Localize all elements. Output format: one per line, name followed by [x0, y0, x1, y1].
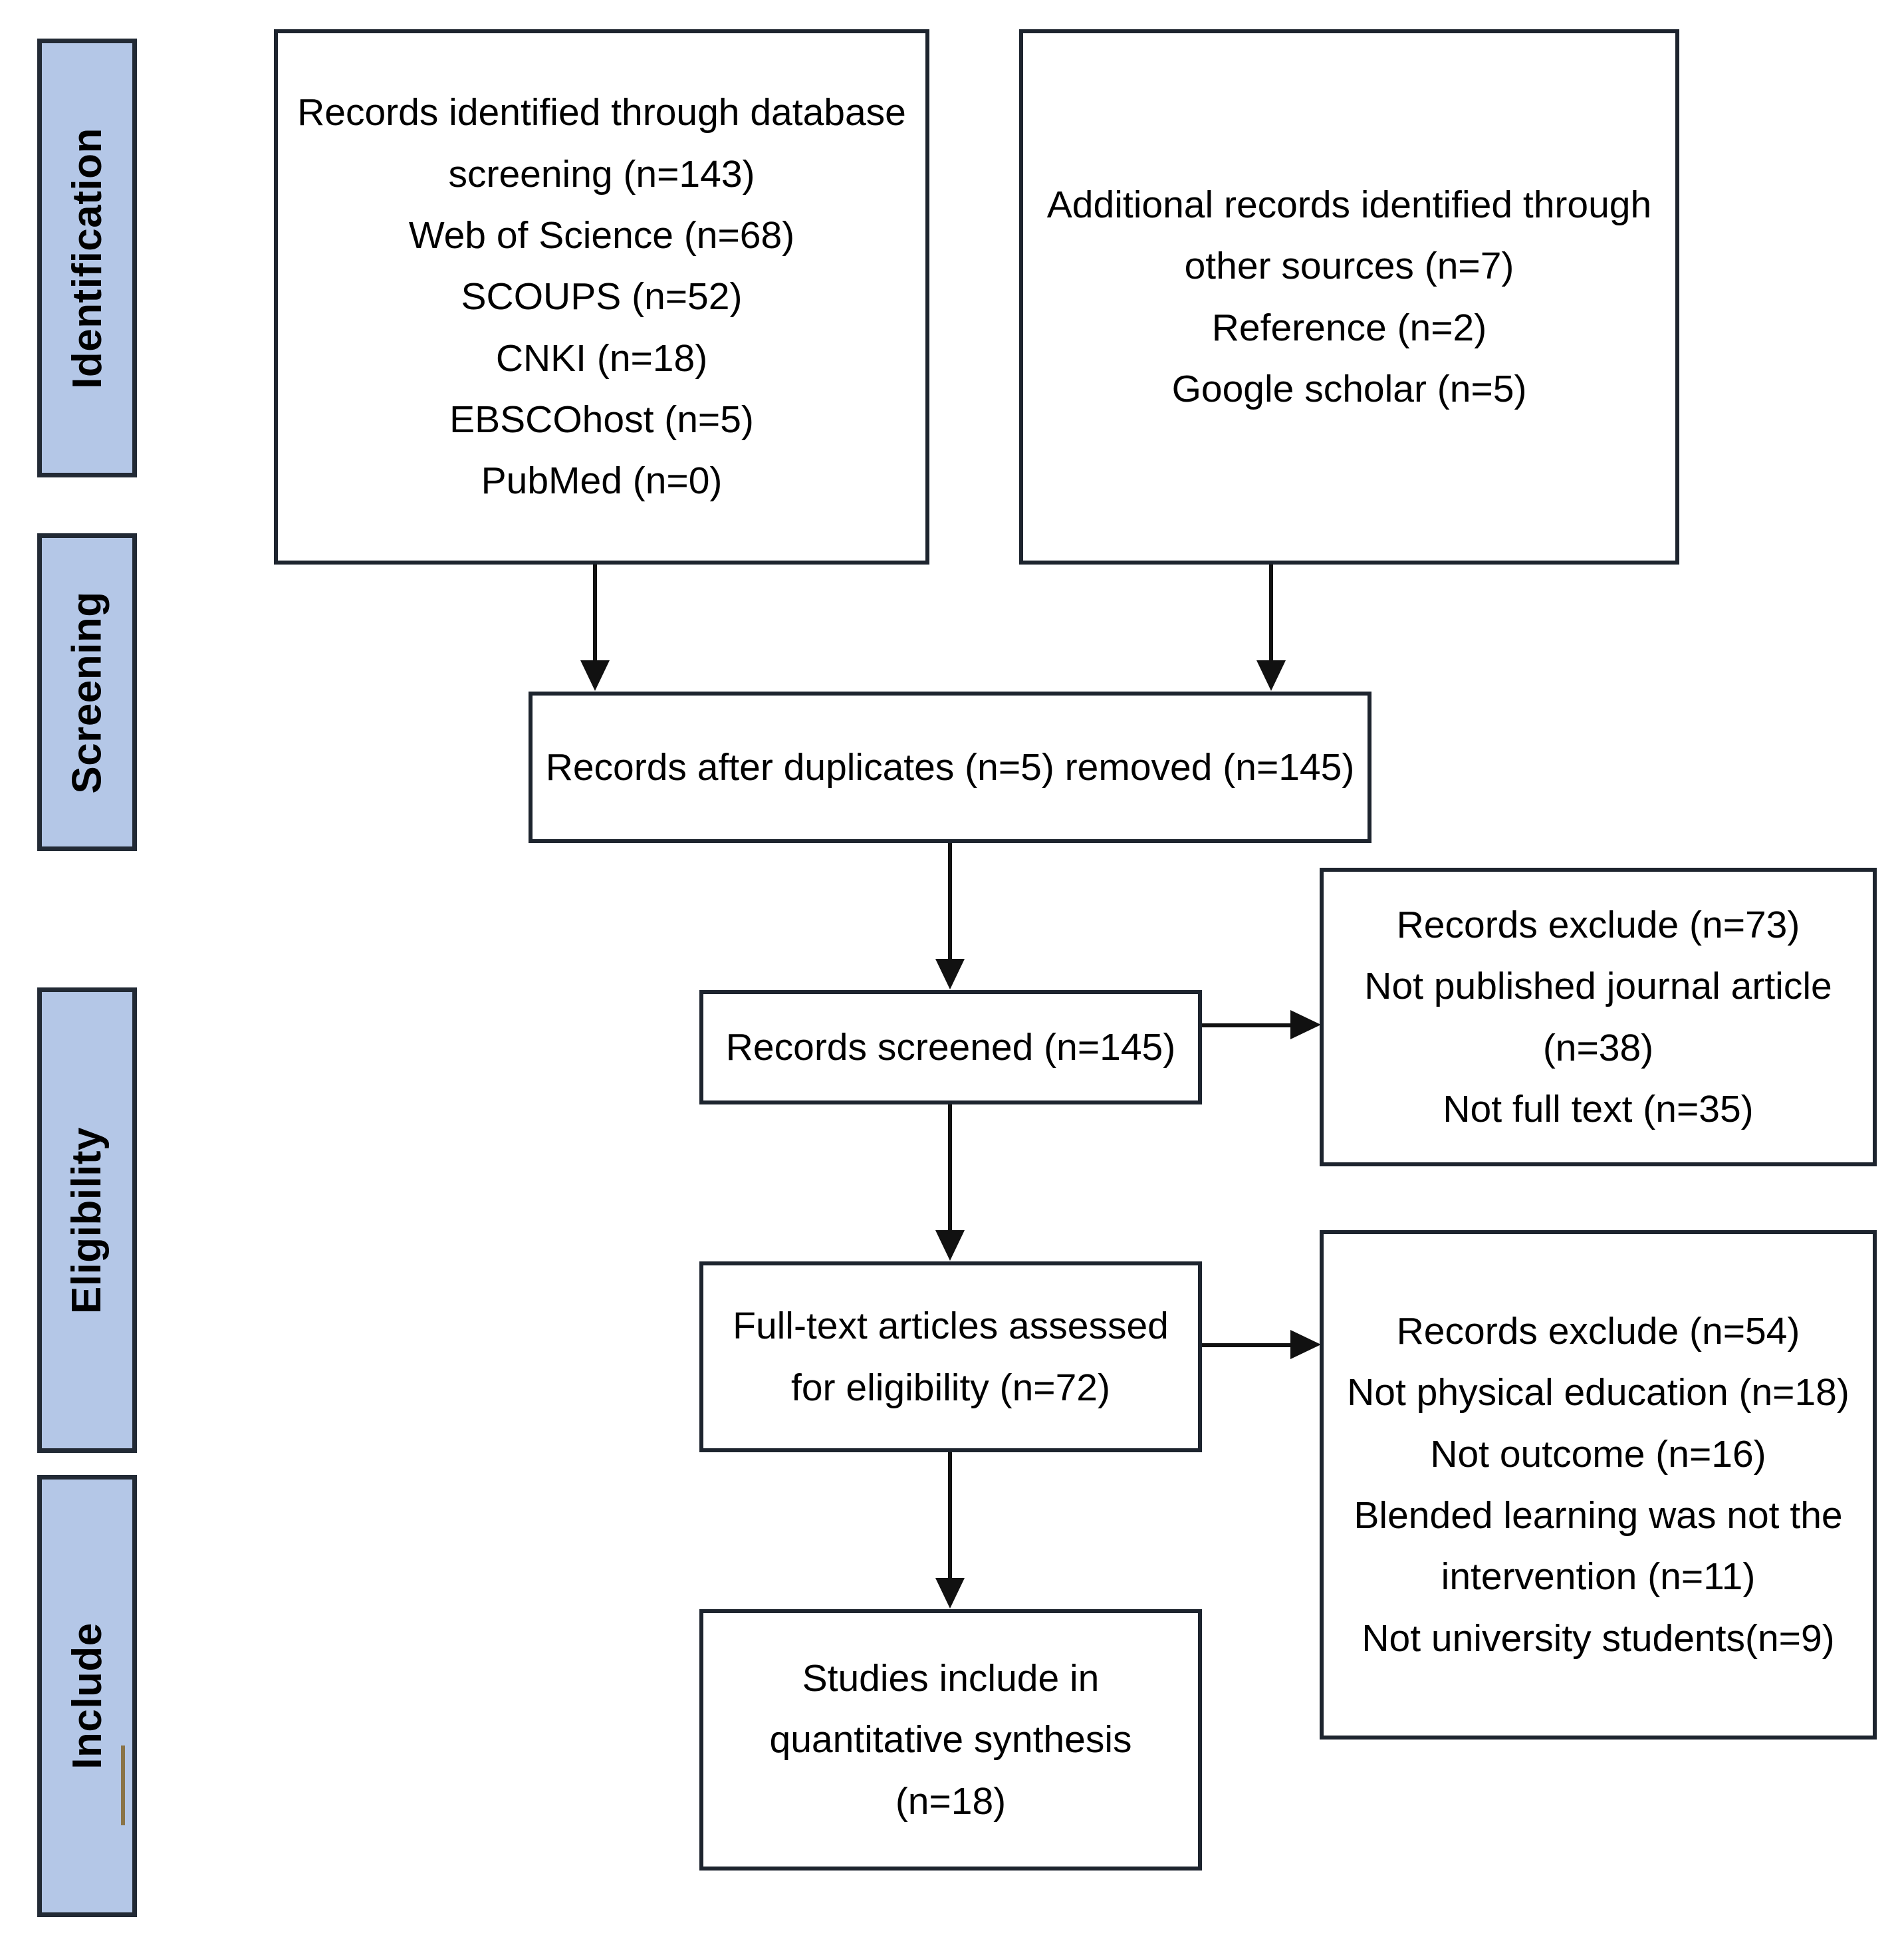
- arrowhead-screened-to-excluded: [1290, 1010, 1321, 1039]
- database-records-line-5: CNKI (n=18): [495, 336, 708, 380]
- arrowhead-database-to-duplicates: [580, 660, 610, 691]
- other-sources-line-1: Additional records identified through: [1046, 183, 1652, 226]
- database-records-line-1: Records identified through database: [297, 91, 906, 134]
- stage-label-eligibility: Eligibility: [64, 1126, 110, 1314]
- database-records-line-4: SCOUPS (n=52): [461, 275, 743, 319]
- node-database-records: Records identified through database scre…: [274, 29, 929, 565]
- excluded-eligibility-line-1: Records exclude (n=54): [1396, 1310, 1800, 1353]
- include-tick-mark: [121, 1745, 125, 1825]
- stage-box-eligibility: Eligibility: [37, 987, 137, 1453]
- arrowhead-fulltext-to-excluded: [1290, 1330, 1321, 1359]
- connector-database-to-duplicates: [593, 565, 597, 661]
- arrowhead-screened-to-fulltext: [935, 1230, 965, 1261]
- arrowhead-other-to-duplicates: [1256, 660, 1286, 691]
- database-records-line-7: PubMed (n=0): [481, 459, 723, 503]
- database-records-line-3: Web of Science (n=68): [408, 214, 795, 257]
- excluded-eligibility-line-6: Not university students(n=9): [1362, 1616, 1835, 1660]
- excluded-screening-line-2: Not published journal article: [1364, 965, 1832, 1008]
- node-fulltext-assessed: Full-text articles assessed for eligibil…: [699, 1261, 1202, 1452]
- studies-included-line-1: Studies include in: [802, 1657, 1100, 1700]
- node-other-sources: Additional records identified through ot…: [1019, 29, 1679, 565]
- stage-label-screening: Screening: [64, 590, 110, 794]
- node-records-excluded-screening: Records exclude (n=73) Not published jou…: [1320, 868, 1877, 1166]
- other-sources-line-2: other sources (n=7): [1184, 245, 1514, 288]
- other-sources-line-4: Google scholar (n=5): [1171, 367, 1527, 410]
- connector-fulltext-to-included: [948, 1452, 952, 1579]
- connector-duplicates-to-screened: [948, 843, 952, 960]
- excluded-eligibility-line-3: Not outcome (n=16): [1430, 1432, 1766, 1476]
- stage-label-include: Include: [64, 1622, 110, 1769]
- stage-label-identification: Identification: [64, 127, 110, 389]
- stage-box-screening: Screening: [37, 533, 137, 851]
- records-screened-line-1: Records screened (n=145): [725, 1025, 1176, 1069]
- excluded-eligibility-line-5: intervention (n=11): [1441, 1555, 1756, 1599]
- excluded-screening-line-1: Records exclude (n=73): [1396, 903, 1800, 946]
- stage-box-identification: Identification: [37, 39, 137, 477]
- arrowhead-fulltext-to-included: [935, 1578, 965, 1609]
- arrowhead-duplicates-to-screened: [935, 959, 965, 989]
- excluded-eligibility-line-2: Not physical education (n=18): [1347, 1371, 1849, 1414]
- node-after-duplicates: Records after duplicates (n=5) removed (…: [529, 692, 1371, 843]
- other-sources-line-3: Reference (n=2): [1211, 306, 1487, 349]
- after-duplicates-line-1: Records after duplicates (n=5) removed (…: [545, 745, 1355, 789]
- database-records-line-2: screening (n=143): [448, 152, 755, 195]
- studies-included-line-3: (n=18): [895, 1779, 1007, 1823]
- excluded-screening-line-4: Not full text (n=35): [1443, 1087, 1754, 1130]
- fulltext-assessed-line-2: for eligibility (n=72): [791, 1366, 1110, 1409]
- connector-fulltext-to-excluded: [1202, 1343, 1298, 1347]
- node-studies-included: Studies include in quantitative synthesi…: [699, 1609, 1202, 1871]
- node-records-screened: Records screened (n=145): [699, 990, 1202, 1104]
- fulltext-assessed-line-1: Full-text articles assessed: [733, 1305, 1169, 1348]
- node-records-excluded-eligibility: Records exclude (n=54) Not physical educ…: [1320, 1230, 1877, 1740]
- studies-included-line-2: quantitative synthesis: [769, 1718, 1132, 1761]
- connector-screened-to-excluded: [1202, 1023, 1298, 1027]
- excluded-screening-line-3: (n=38): [1542, 1026, 1654, 1069]
- connector-other-to-duplicates: [1269, 565, 1273, 661]
- stage-box-include: Include: [37, 1475, 137, 1917]
- database-records-line-6: EBSCOhost (n=5): [449, 398, 754, 441]
- connector-screened-to-fulltext: [948, 1104, 952, 1231]
- excluded-eligibility-line-4: Blended learning was not the: [1354, 1494, 1843, 1537]
